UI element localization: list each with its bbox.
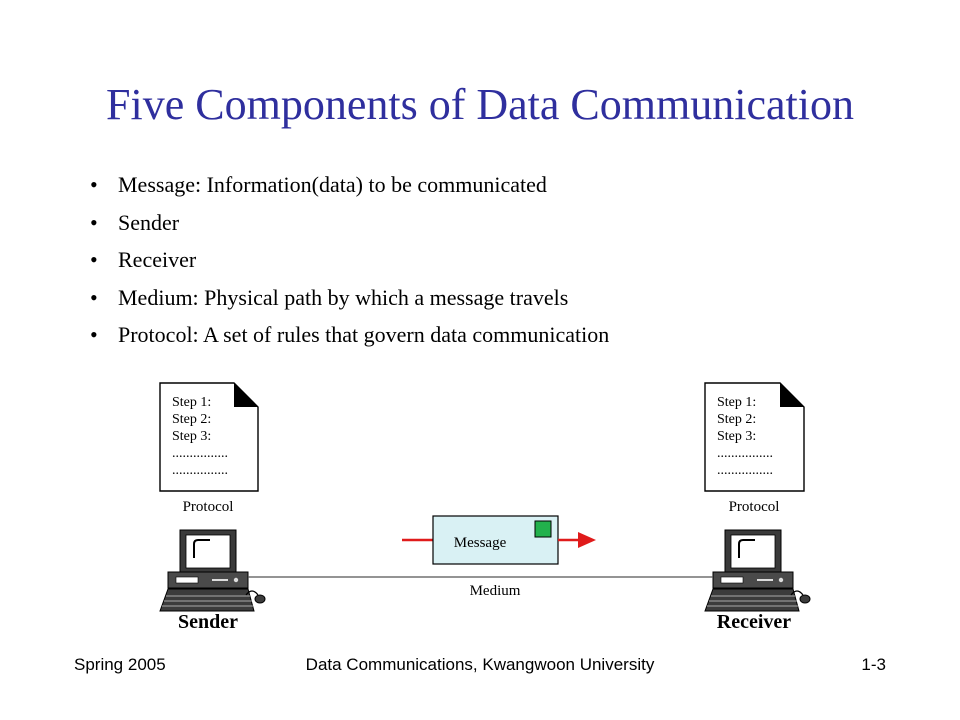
protocol-label-left: Protocol xyxy=(183,499,234,515)
bullet-marker: • xyxy=(90,172,98,197)
sender-computer-icon xyxy=(159,529,266,612)
bullet-marker: • xyxy=(90,247,98,272)
receiver-computer-icon xyxy=(704,529,811,612)
doc-step-line: ................ xyxy=(717,463,773,478)
arrow-head-icon xyxy=(578,532,596,548)
doc-step-line: Step 1: xyxy=(172,395,211,410)
bullet-item-message: • Message: Information(data) to be commu… xyxy=(90,168,910,206)
footer-date: Spring 2005 xyxy=(74,655,166,674)
bullet-item-protocol: • Protocol: A set of rules that govern d… xyxy=(90,318,910,356)
doc-step-line: Step 2: xyxy=(172,412,211,427)
data-communication-diagram: Step 1: Step 2: Step 3: ................… xyxy=(159,382,811,633)
bullet-text: Message: Information(data) to be communi… xyxy=(118,172,547,197)
doc-step-line: ................ xyxy=(172,463,228,478)
left-protocol-document: Step 1: Step 2: Step 3: ................… xyxy=(159,382,259,492)
doc-step-line: ................ xyxy=(172,446,228,461)
doc-step-line: Step 1: xyxy=(717,395,756,410)
bullet-marker: • xyxy=(90,322,98,347)
medium-label: Medium xyxy=(470,583,521,599)
doc-step-line: ................ xyxy=(717,446,773,461)
right-protocol-document: Step 1: Step 2: Step 3: ................… xyxy=(704,382,805,492)
bullet-text: Medium: Physical path by which a message… xyxy=(118,284,569,310)
sender-label: Sender xyxy=(178,611,238,633)
receiver-label: Receiver xyxy=(717,611,792,633)
message-label: Message xyxy=(454,535,507,551)
footer-page-number: 1-3 xyxy=(861,655,886,674)
bullet-item-sender: • Sender xyxy=(90,206,910,244)
bullet-item-receiver: • Receiver xyxy=(90,243,910,281)
message-marker-icon xyxy=(534,520,552,538)
bullet-marker: • xyxy=(90,284,98,310)
slide-title: Five Components of Data Communication xyxy=(106,80,854,129)
bullet-list: • Message: Information(data) to be commu… xyxy=(90,168,910,356)
protocol-label-right: Protocol xyxy=(729,499,780,515)
doc-step-line: Step 2: xyxy=(717,412,756,427)
bullet-text: Protocol: A set of rules that govern dat… xyxy=(118,322,610,347)
doc-step-line: Step 3: xyxy=(717,429,756,444)
bullet-marker: • xyxy=(90,209,98,235)
bullet-text: Sender xyxy=(118,209,180,235)
bullet-item-medium: • Medium: Physical path by which a messa… xyxy=(90,281,910,319)
bullet-text: Receiver xyxy=(118,247,197,272)
doc-step-line: Step 3: xyxy=(172,429,211,444)
footer-course: Data Communications, Kwangwoon Universit… xyxy=(305,655,655,674)
